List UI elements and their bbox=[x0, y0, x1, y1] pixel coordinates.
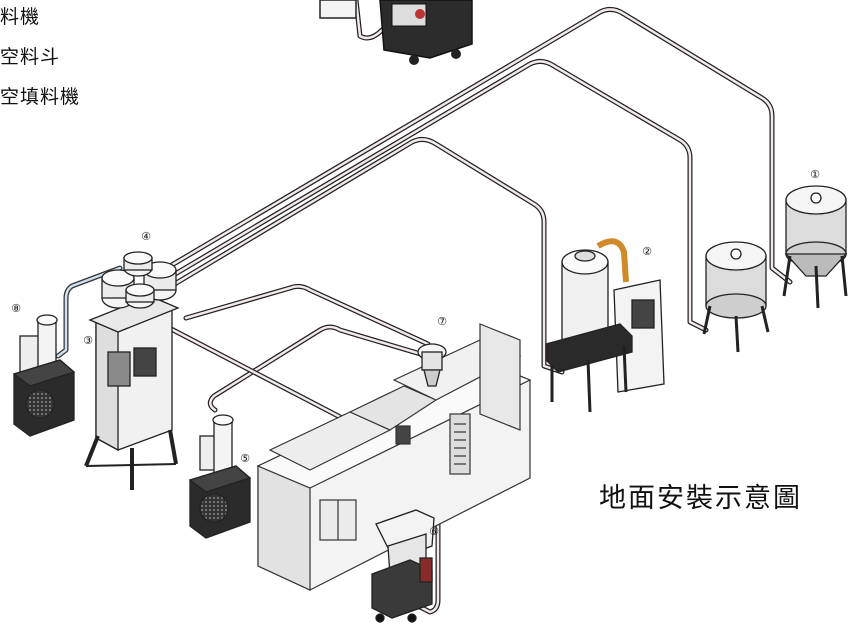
callout-6: ⑥ bbox=[429, 525, 439, 538]
callout-5: ⑤ bbox=[240, 452, 250, 465]
granulator-6 bbox=[371, 509, 435, 623]
pipe-to-hopper-1 bbox=[157, 6, 793, 285]
legend-item-2: 空料斗 bbox=[0, 46, 61, 68]
hopper-1 bbox=[782, 185, 848, 309]
central-station bbox=[84, 251, 180, 490]
diagram-caption: 地面安裝示意圖 bbox=[599, 483, 802, 514]
conveying-pipes bbox=[55, 0, 793, 615]
callout-8: ⑧ bbox=[11, 302, 21, 315]
callout-7: ⑦ bbox=[437, 315, 447, 328]
loader-8 bbox=[12, 314, 76, 437]
loader-7 bbox=[417, 343, 447, 387]
top-machine bbox=[319, 0, 473, 65]
legend-item-3: 空填料機 bbox=[0, 86, 81, 108]
callout-3: ③ bbox=[83, 334, 93, 347]
callout-2: ② bbox=[642, 245, 652, 258]
callout-1: ① bbox=[810, 168, 820, 181]
dryer-2 bbox=[545, 238, 665, 413]
callout-4: ④ bbox=[141, 230, 151, 243]
callouts: ① ② ③ ④ ⑤ ⑥ ⑦ ⑧ bbox=[11, 168, 820, 538]
injection-molding-machine bbox=[256, 323, 532, 591]
loader-5 bbox=[188, 414, 252, 539]
hopper-2-bin bbox=[702, 241, 770, 353]
legend-item-1: 料機 bbox=[0, 6, 41, 28]
